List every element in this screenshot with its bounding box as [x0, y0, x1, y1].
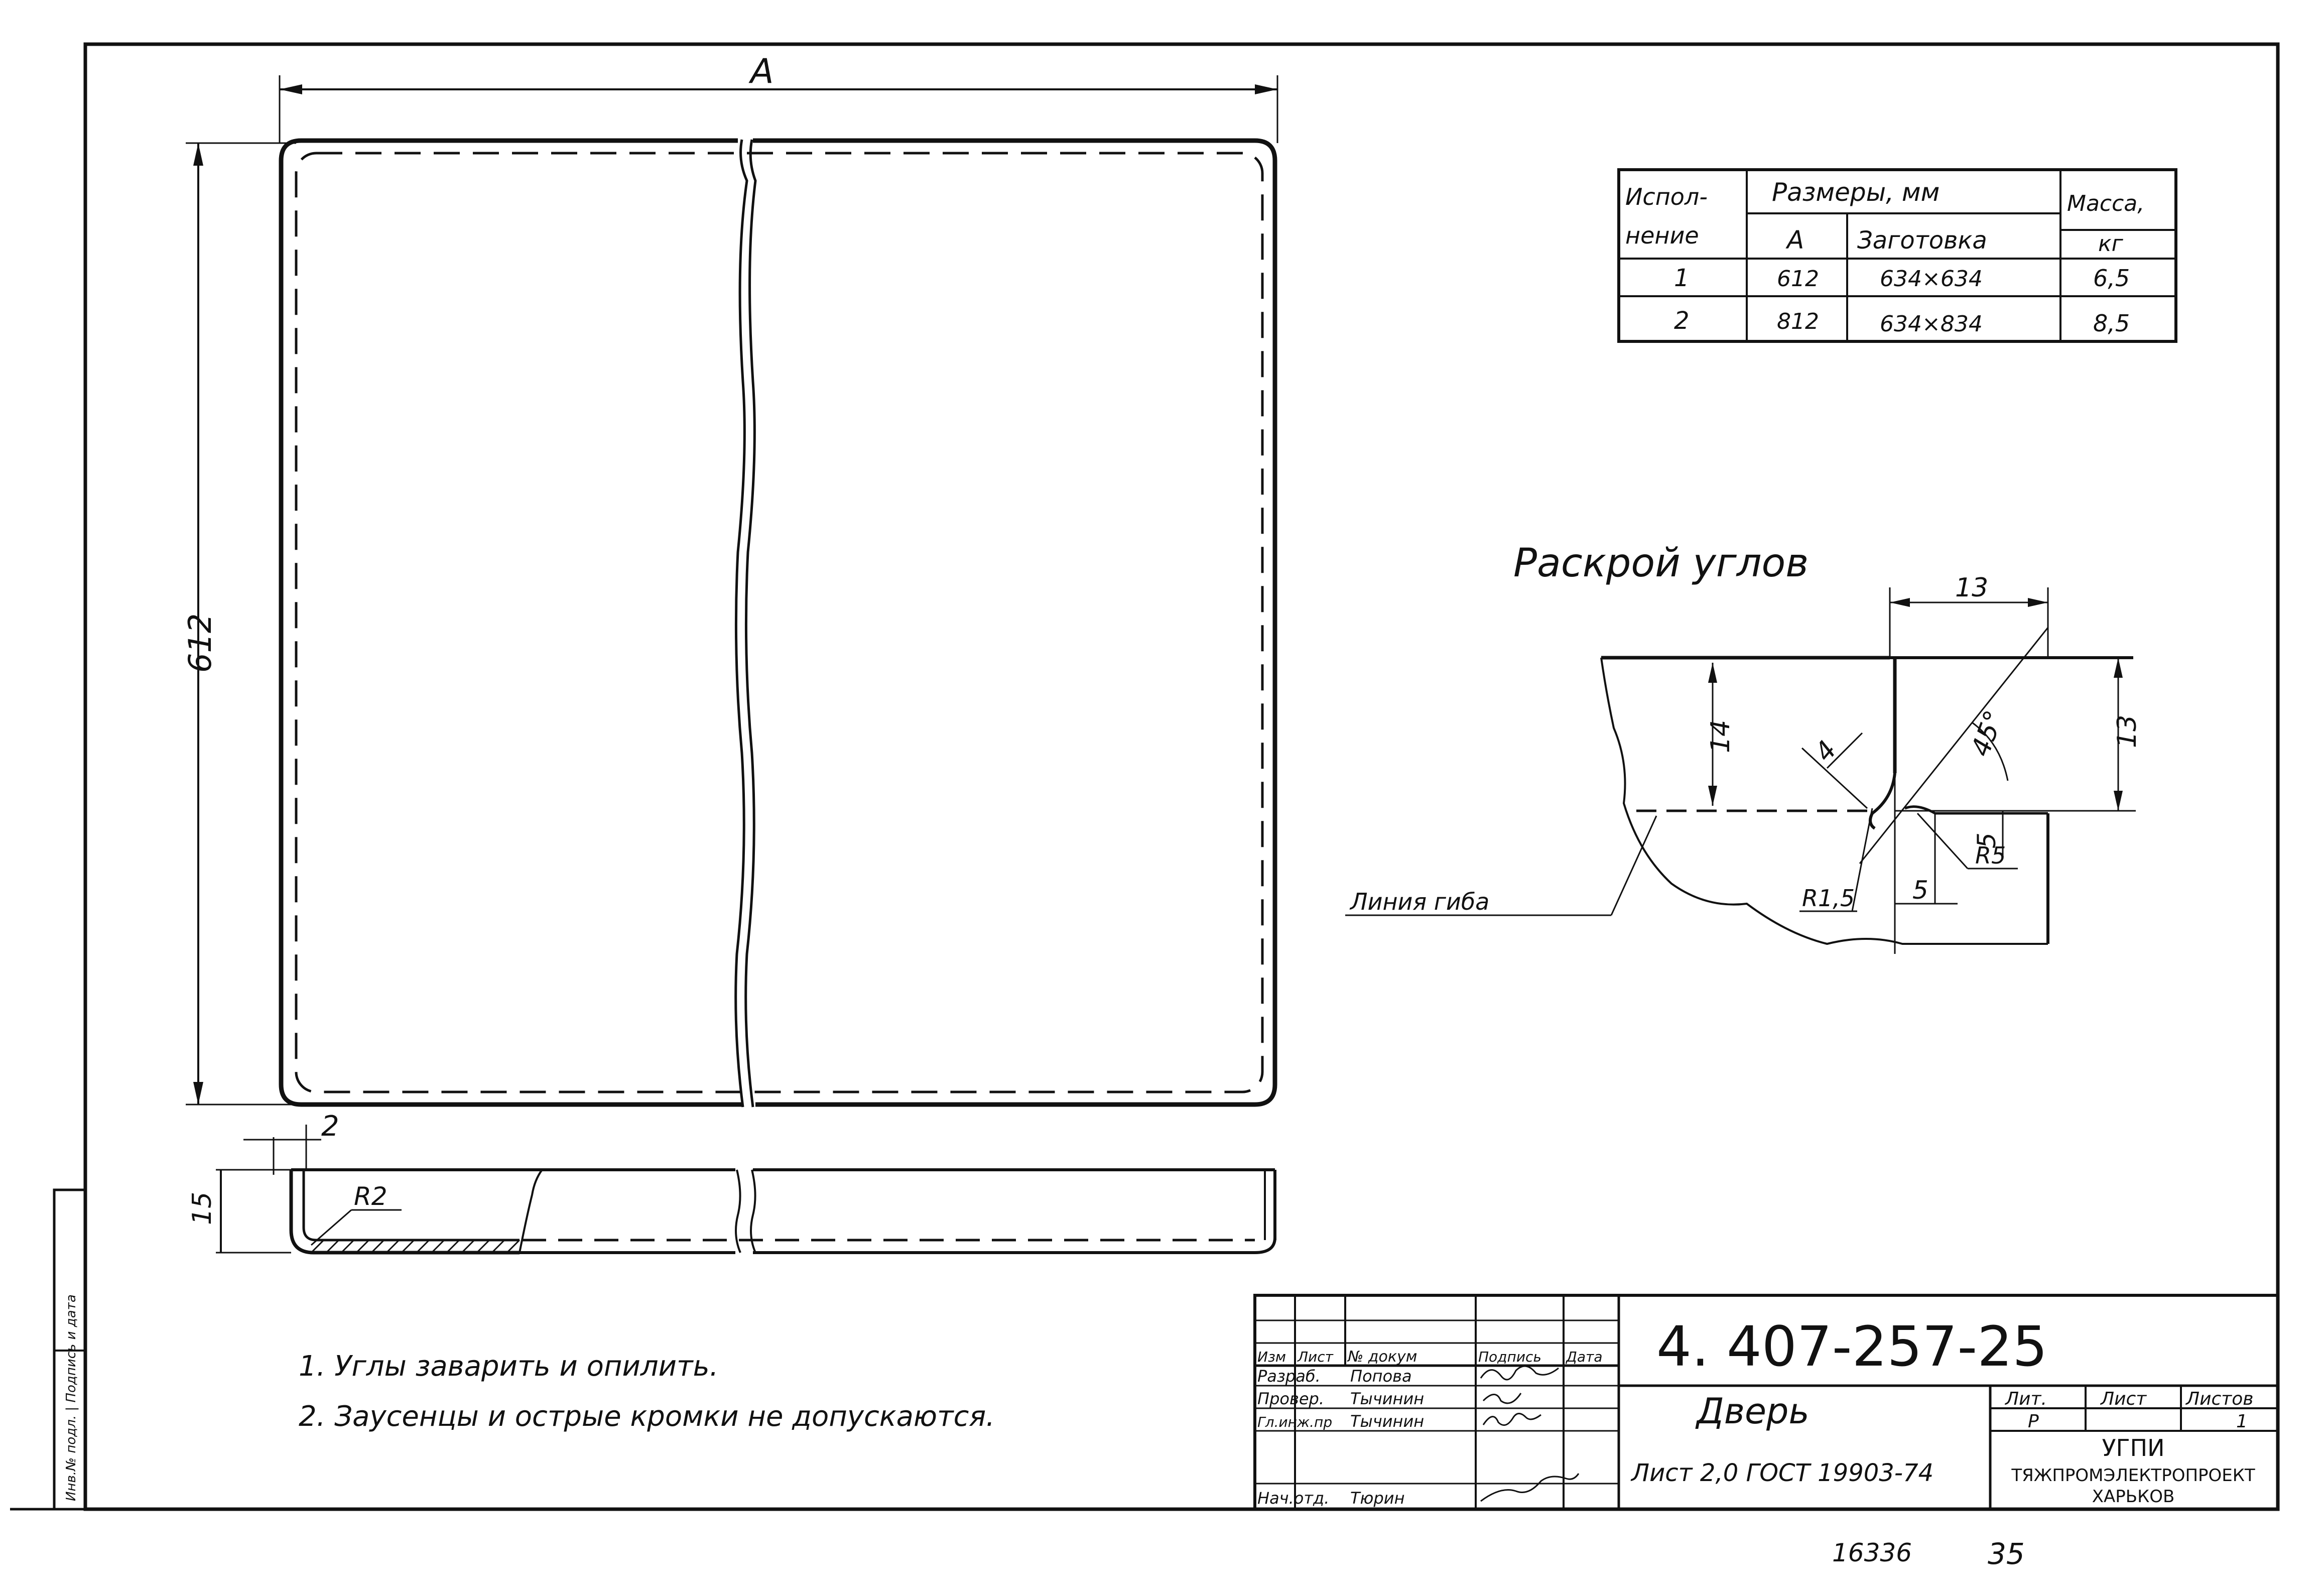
signature-3 [1482, 1413, 1541, 1426]
signature-2 [1482, 1393, 1522, 1404]
org-line-3: ХАРЬКОВ [2092, 1487, 2175, 1507]
table-header-variant-1: Испол- [1625, 183, 1708, 210]
tb-name-4: Тюрин [1350, 1489, 1405, 1508]
corner-dim-left: 14 [1706, 720, 1736, 753]
table-header-mass-1: Масса, [2067, 191, 2144, 216]
table-header-mass-2: кг [2098, 231, 2124, 257]
section-thickness-label: 2 [321, 1110, 339, 1143]
corner-angle-label: 45° [1966, 706, 2010, 760]
org-line-2: ТЯЖПРОМЭЛЕКТРОПРОЕКТ [2011, 1465, 2255, 1486]
corner-dim-4: 4 [1809, 735, 1843, 767]
section-height-label: 15 [187, 1192, 217, 1225]
table-row-2-blank: 634×834 [1880, 311, 1983, 337]
signature-1 [1480, 1365, 1559, 1381]
footer-number-left: 16336 [1832, 1538, 1912, 1567]
corner-dim-5-bottom: 5 [1912, 876, 1928, 905]
door-front-view: A 612 [182, 52, 1278, 1108]
doc-number: 4. 407-257-25 [1656, 1314, 2047, 1379]
table-row-2-mass: 8,5 [2093, 310, 2130, 337]
lit-value: Р [2028, 1411, 2039, 1432]
table-row-1-mass: 6,5 [2093, 265, 2130, 292]
note-2: 2. Заусенцы и острые кромки не допускают… [299, 1400, 995, 1433]
title-block: Изм Лист № докум Подпись Дата Разраб. По… [1253, 1294, 2279, 1511]
material-spec: Лист 2,0 ГОСТ 19903-74 [1630, 1459, 1933, 1487]
section-radius-label: R2 [354, 1182, 388, 1211]
corner-radius-small: R1,5 [1802, 885, 1855, 912]
corner-cut-detail: Раскрой углов 13 13 14 4 45° 5 [1345, 541, 2142, 954]
tb-name-1: Попова [1350, 1367, 1412, 1386]
table-header-a: А [1785, 225, 1804, 255]
table-header-blank: Заготовка [1857, 226, 1987, 255]
table-row-2-a: 812 [1777, 309, 1819, 334]
table-header-sizes: Размеры, мм [1772, 178, 1940, 207]
tb-name-3: Тычинин [1350, 1412, 1424, 1431]
door-section-view: 2 15 R2 [187, 1110, 1276, 1255]
corner-dim-right: 13 [2112, 715, 2142, 748]
table-row-1-blank: 634×634 [1880, 266, 1983, 292]
tb-role-3: Гл.инж.пр [1257, 1414, 1332, 1430]
dimension-a-label: A [748, 52, 774, 91]
corner-dim-5-vertical: 5 [1972, 832, 2001, 848]
tb-col-sign: Подпись [1478, 1349, 1541, 1365]
lit-header: Лит. [2004, 1389, 2047, 1409]
corner-cut-title: Раскрой углов [1513, 541, 1809, 586]
table-row-1-variant: 1 [1674, 264, 1690, 292]
note-1: 1. Углы заварить и опилить. [299, 1350, 718, 1383]
tb-col-list: Лист [1297, 1349, 1334, 1365]
tb-role-2: Провер. [1257, 1389, 1324, 1408]
org-line-1: УГПИ [2102, 1434, 2164, 1461]
side-stamp-text: Инв.№ подл. | Подпись и дата [64, 1294, 79, 1501]
table-row-2-variant: 2 [1674, 307, 1690, 335]
table-row-1-a: 612 [1777, 266, 1819, 292]
signature-4 [1480, 1473, 1580, 1502]
size-table: Испол- нение Размеры, мм А Заготовка Мас… [1617, 168, 2177, 343]
tb-col-date: Дата [1565, 1349, 1603, 1365]
footer-number-right: 35 [1988, 1537, 2025, 1571]
tb-col-doc: № докум [1347, 1348, 1417, 1366]
tb-name-2: Тычинин [1350, 1389, 1424, 1408]
table-header-variant-2: нение [1625, 222, 1699, 249]
tb-role-4: Нач.отд. [1257, 1489, 1329, 1508]
sheets-value: 1 [2236, 1411, 2248, 1432]
sheet-header: Лист [2100, 1389, 2147, 1409]
corner-radius-large: R5 [1975, 842, 2006, 869]
item-name: Дверь [1695, 1391, 1810, 1432]
dimension-612-label: 612 [182, 614, 218, 673]
bend-line-label: Линия гиба [1349, 888, 1489, 915]
sheets-header: Листов [2185, 1389, 2253, 1409]
corner-dim-top: 13 [1955, 573, 1988, 603]
tb-col-izm: Изм [1257, 1349, 1286, 1365]
tb-role-1: Разраб. [1257, 1367, 1321, 1386]
sheet-frame [83, 42, 2280, 1511]
